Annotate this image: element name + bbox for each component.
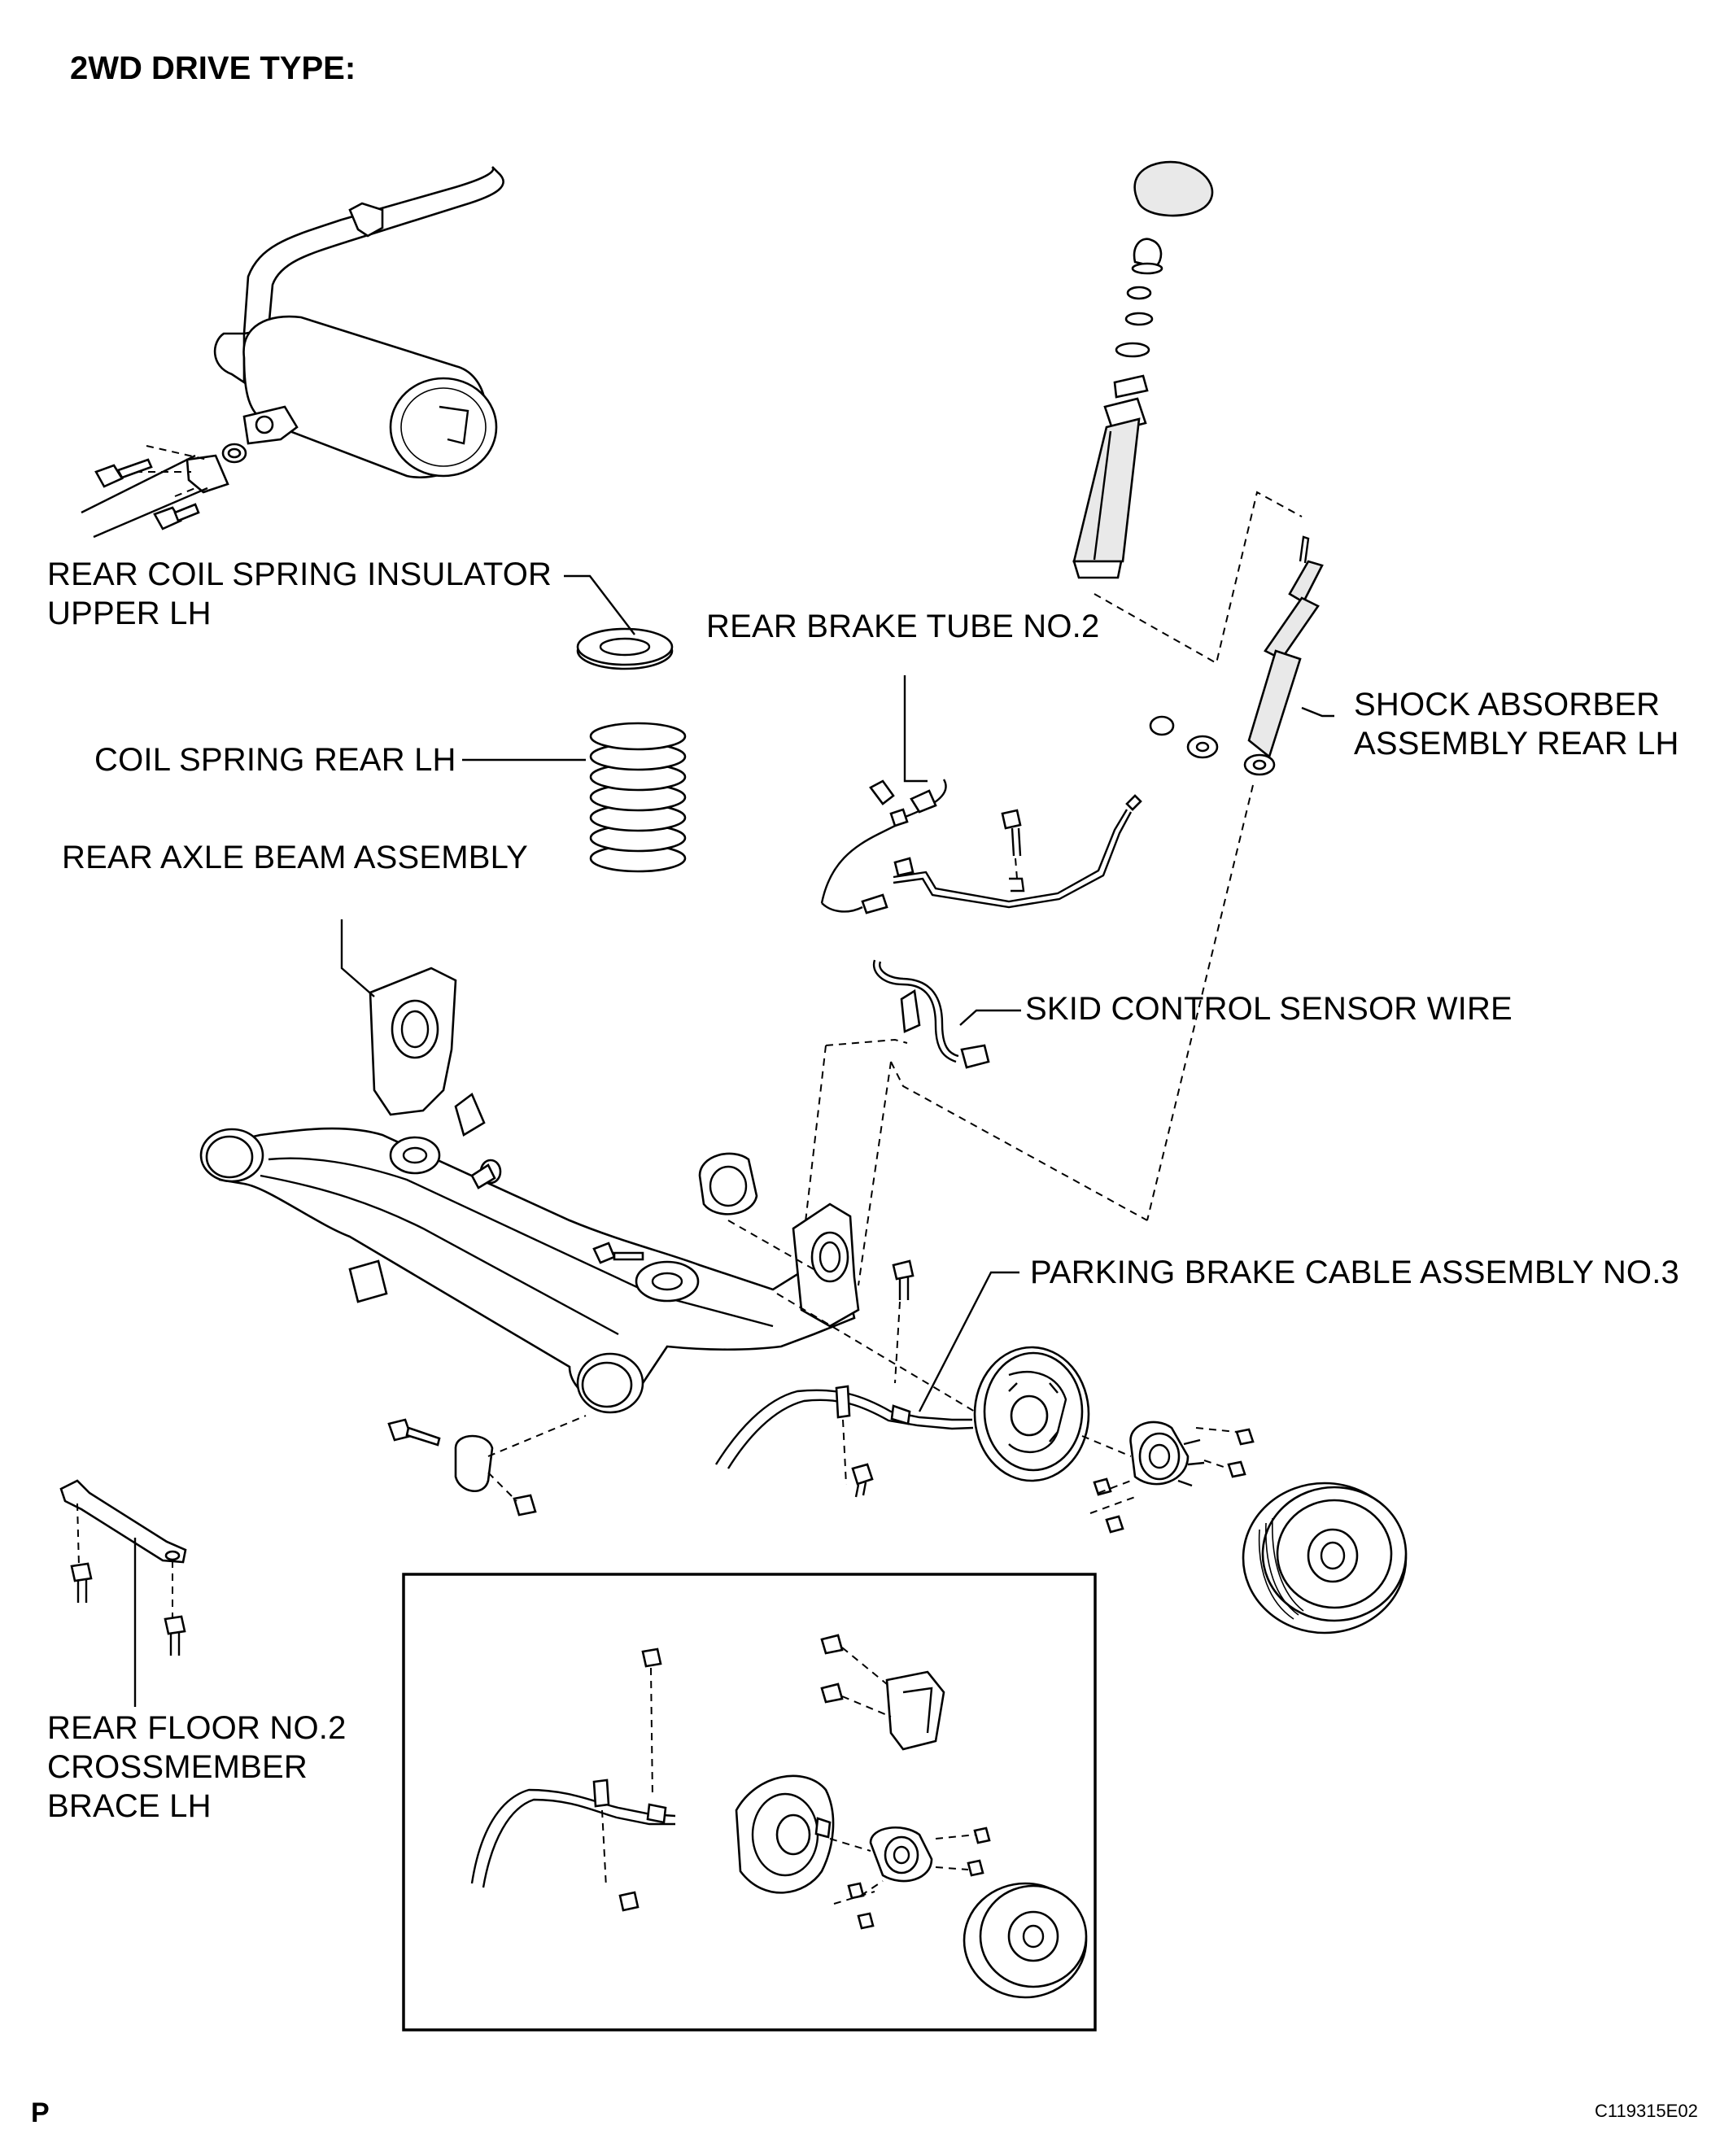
label-rear-floor-brace: REAR FLOOR NO.2 CROSSMEMBER BRACE LH xyxy=(47,1709,347,1826)
coil-spring-insulator-illustration xyxy=(576,627,674,670)
label-line: SHOCK ABSORBER xyxy=(1354,687,1661,722)
drum-brake-illustration xyxy=(714,1346,1408,1634)
label-line: REAR FLOOR NO.2 xyxy=(47,1710,347,1746)
muffler-illustration xyxy=(81,166,504,539)
label-line: CROSSMEMBER xyxy=(47,1749,308,1785)
floor-brace-illustration xyxy=(59,1479,187,1656)
label-rear-brake-tube: REAR BRAKE TUBE NO.2 xyxy=(706,609,1100,644)
label-line: ASSEMBLY REAR LH xyxy=(1354,726,1679,762)
label-line: BRACE LH xyxy=(47,1788,212,1824)
shock-absorber-illustration xyxy=(1072,160,1324,1221)
label-shock-absorber: SHOCK ABSORBER ASSEMBLY REAR LH xyxy=(1354,685,1679,763)
skid-sensor-wire-illustration xyxy=(801,959,1148,1286)
coil-spring-illustration xyxy=(589,722,687,873)
label-skid-control-sensor-wire: SKID CONTROL SENSOR WIRE xyxy=(1025,991,1513,1027)
label-rear-axle-beam: REAR AXLE BEAM ASSEMBLY xyxy=(62,840,528,875)
brake-tube-illustration xyxy=(820,779,1142,914)
leader-lines xyxy=(133,574,1334,1707)
label-parking-brake-cable: PARKING BRAKE CABLE ASSEMBLY NO.3 xyxy=(1030,1255,1680,1290)
diagram-title: 2WD DRIVE TYPE: xyxy=(70,50,356,86)
rear-axle-beam-illustration xyxy=(199,967,1010,1517)
disc-brake-inset xyxy=(402,1573,1097,2032)
page-mark: P xyxy=(31,2097,50,2128)
label-line: UPPER LH xyxy=(47,596,212,631)
label-coil-spring: COIL SPRING REAR LH xyxy=(94,742,456,778)
label-rear-coil-spring-insulator: REAR COIL SPRING INSULATOR UPPER LH xyxy=(47,555,552,633)
label-line: REAR COIL SPRING INSULATOR xyxy=(47,556,552,592)
figure-code: C119315E02 xyxy=(1595,2101,1698,2121)
